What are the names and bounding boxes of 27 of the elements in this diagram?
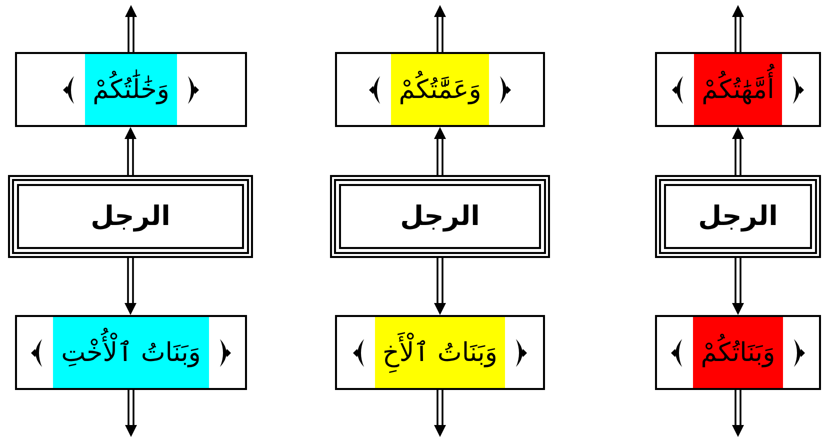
text-box <box>655 315 821 390</box>
highlighted-word: وَبَنَاتُكُمْ <box>692 317 784 388</box>
text-box <box>15 315 247 390</box>
text-box <box>335 52 545 127</box>
text-box <box>335 315 545 390</box>
double-arrow <box>434 257 446 315</box>
text-box <box>15 52 247 127</box>
highlighted-word: وَبَنَاتُ ٱلْأَخِ <box>374 317 506 388</box>
highlighted-word: أُمَّهَٰتُكُمْ <box>694 54 782 125</box>
double-arrow <box>732 128 744 176</box>
highlighted-word: وَبَنَاتُ ٱلْأُخْتِ <box>53 317 209 388</box>
highlighted-word: وَخَٰلَٰتُكُمْ <box>84 54 178 125</box>
double-arrow <box>125 5 137 53</box>
double-arrow <box>434 128 446 176</box>
double-arrow <box>124 128 136 176</box>
text-box <box>655 52 821 127</box>
triple-frame-box: الرجل <box>8 175 253 258</box>
triple-frame-box: الرجل <box>330 175 550 258</box>
highlighted-word: وَعَمَّٰتُكُمْ <box>390 54 490 125</box>
double-arrow <box>434 5 446 53</box>
double-arrow <box>732 389 744 437</box>
double-arrow <box>732 5 744 53</box>
triple-frame-box: الرجل <box>655 175 821 258</box>
double-arrow <box>124 257 136 315</box>
double-arrow <box>434 389 446 437</box>
double-arrow <box>125 389 137 437</box>
double-arrow <box>732 257 744 315</box>
